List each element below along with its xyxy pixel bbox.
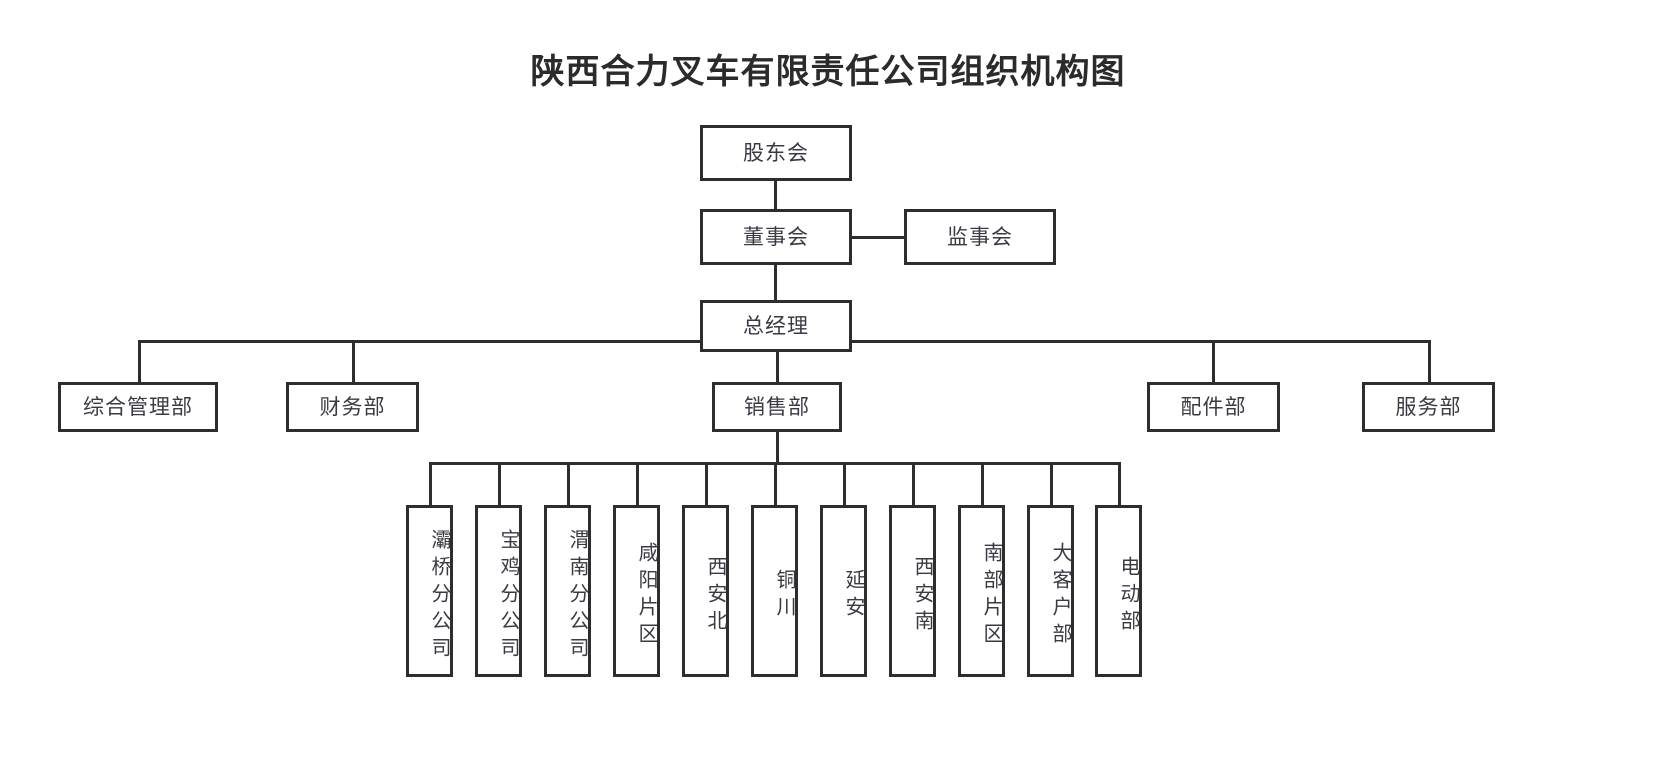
node-dept-sales-label: 销售部	[744, 394, 810, 419]
connector-gm-drop-finance	[352, 340, 355, 382]
node-dept-parts[interactable]: 配件部	[1147, 382, 1280, 432]
connector-sales-drop-7	[912, 462, 915, 505]
connector-board-to-gm	[774, 264, 777, 300]
node-general-manager-label: 总经理	[743, 313, 809, 338]
node-sales-child-5[interactable]: 铜川	[751, 505, 798, 677]
node-supervisory-board[interactable]: 监事会	[904, 209, 1056, 265]
node-sales-child-8-label: 南部片区	[980, 542, 1002, 650]
connector-gm-drop-service	[1428, 340, 1431, 382]
node-sales-child-0-label: 灞桥分公司	[428, 528, 450, 664]
node-sales-child-3[interactable]: 咸阳片区	[613, 505, 660, 677]
node-sales-child-5-label: 铜川	[773, 569, 795, 623]
connector-sales-drop-1	[498, 462, 501, 505]
connector-sales-drop-9	[1050, 462, 1053, 505]
connector-sales-drop-0	[429, 462, 432, 505]
node-sales-child-6[interactable]: 延安	[820, 505, 867, 677]
connector-sales-drop-8	[981, 462, 984, 505]
node-dept-admin-label: 综合管理部	[83, 394, 193, 419]
node-shareholders-label: 股东会	[743, 140, 809, 165]
node-dept-parts-label: 配件部	[1180, 394, 1247, 419]
node-dept-service[interactable]: 服务部	[1362, 382, 1495, 432]
connector-sales-stem	[776, 432, 779, 464]
connector-sales-drop-3	[636, 462, 639, 505]
node-sales-child-3-label: 咸阳片区	[635, 542, 657, 650]
node-sales-child-8[interactable]: 南部片区	[958, 505, 1005, 677]
connector-shareholders-to-board	[774, 180, 777, 210]
node-dept-sales[interactable]: 销售部	[712, 382, 842, 432]
node-shareholders[interactable]: 股东会	[700, 125, 852, 181]
connector-sales-bus	[429, 462, 1118, 465]
connector-sales-drop-6	[843, 462, 846, 505]
node-board-of-directors[interactable]: 董事会	[700, 209, 852, 265]
connector-board-to-supervisors	[851, 236, 905, 239]
connector-gm-drop-parts	[1212, 340, 1215, 382]
connector-gm-to-sales	[776, 350, 779, 382]
page-title: 陕西合力叉车有限责任公司组织机构图	[530, 53, 1126, 91]
node-sales-child-4-label: 西安北	[704, 555, 726, 637]
node-sales-child-0[interactable]: 灞桥分公司	[406, 505, 453, 677]
connector-sales-drop-4	[705, 462, 708, 505]
node-dept-service-label: 服务部	[1395, 394, 1462, 419]
node-sales-child-10[interactable]: 电动部	[1095, 505, 1142, 677]
node-sales-child-9-label: 大客户部	[1049, 542, 1071, 650]
node-sales-child-1[interactable]: 宝鸡分公司	[475, 505, 522, 677]
node-board-label: 董事会	[743, 224, 809, 249]
node-sales-child-6-label: 延安	[842, 569, 864, 623]
node-dept-finance[interactable]: 财务部	[286, 382, 419, 432]
connector-sales-drop-2	[567, 462, 570, 505]
node-sales-child-10-label: 电动部	[1117, 555, 1139, 637]
node-dept-finance-label: 财务部	[319, 394, 386, 419]
node-sales-child-4[interactable]: 西安北	[682, 505, 729, 677]
node-sales-child-9[interactable]: 大客户部	[1027, 505, 1074, 677]
node-sales-child-2-label: 渭南分公司	[566, 528, 588, 664]
node-general-manager[interactable]: 总经理	[700, 300, 852, 352]
connector-gm-drop-admin	[138, 340, 141, 382]
node-sales-child-2[interactable]: 渭南分公司	[544, 505, 591, 677]
node-sales-child-7-label: 西安南	[911, 555, 933, 637]
connector-sales-drop-10	[1118, 462, 1121, 505]
connector-sales-drop-5	[774, 462, 777, 505]
node-dept-admin[interactable]: 综合管理部	[58, 382, 218, 432]
node-supervisors-label: 监事会	[947, 224, 1013, 249]
node-sales-child-1-label: 宝鸡分公司	[497, 528, 519, 664]
node-sales-child-7[interactable]: 西安南	[889, 505, 936, 677]
